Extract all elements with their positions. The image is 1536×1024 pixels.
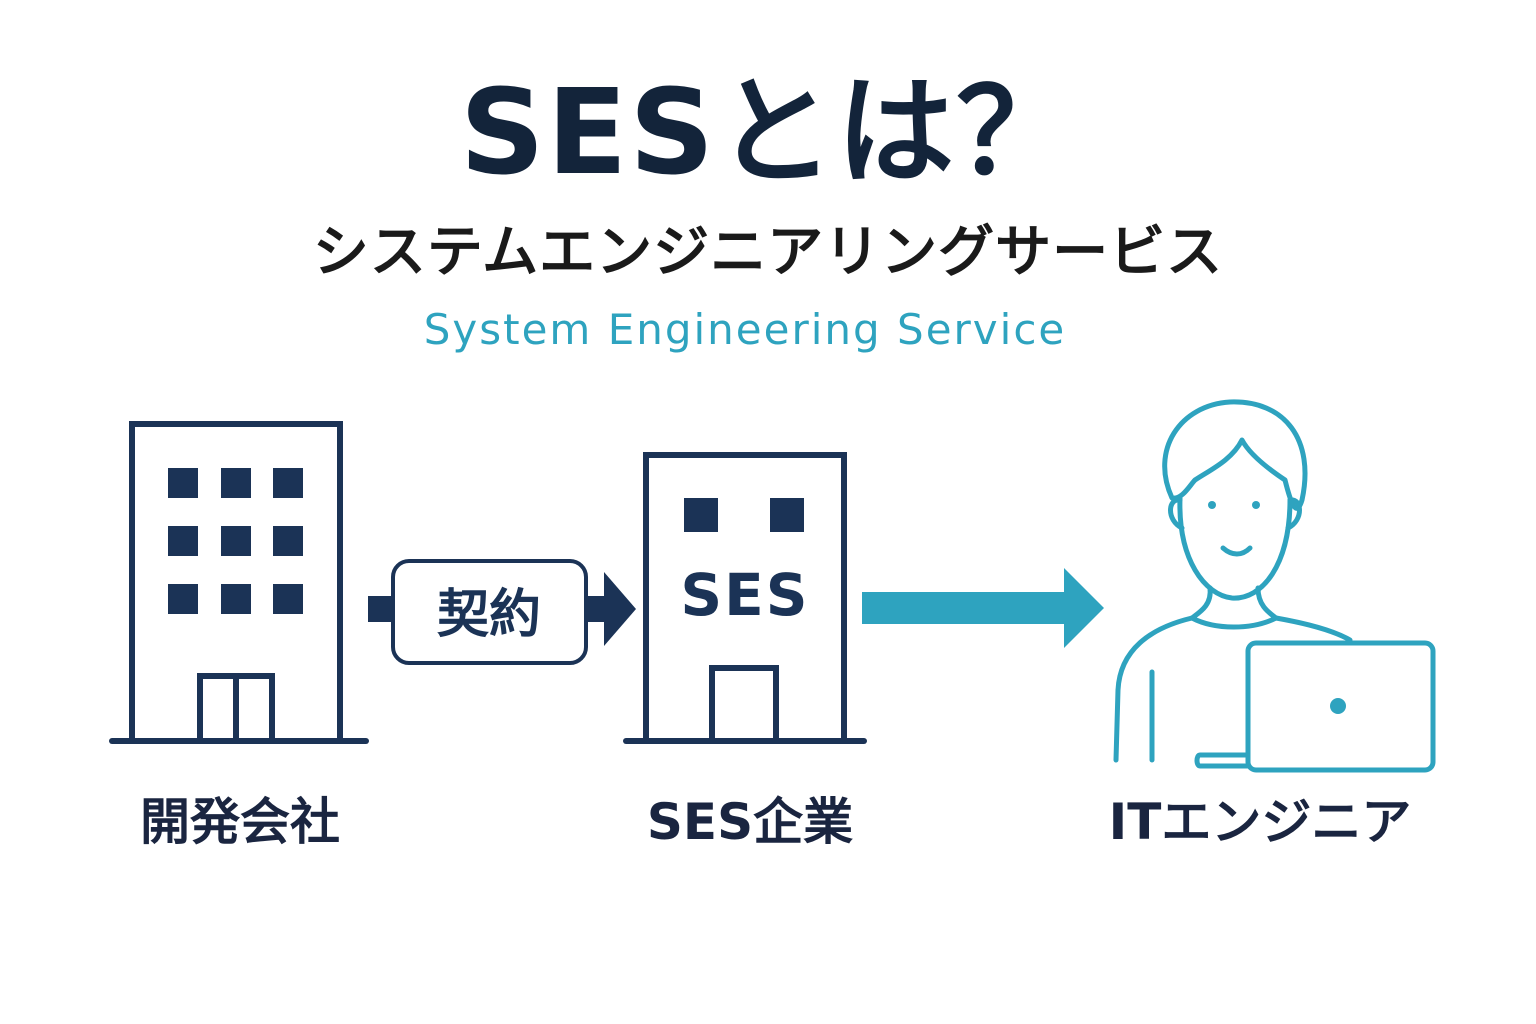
contract-label: 契約 <box>437 585 541 645</box>
ses-sign: SES <box>680 561 809 629</box>
subtitle-japanese: システムエンジニアリングサービス <box>312 220 1224 285</box>
arrow-right-icon <box>604 572 636 646</box>
label-it-engineer: ITエンジニア <box>1108 793 1412 851</box>
arrow-right-icon <box>1064 568 1104 648</box>
contract-arrow: 契約 <box>368 559 636 665</box>
office-building-icon <box>109 421 369 744</box>
label-dev-company: 開発会社 <box>140 793 340 851</box>
page-title: SESとは？ <box>459 63 1077 201</box>
engineer-with-laptop-icon <box>1113 399 1436 773</box>
label-ses-company: SES企業 <box>646 793 854 851</box>
dispatch-arrow <box>862 568 1104 648</box>
ses-building-icon: SES <box>623 452 867 744</box>
subtitle-english: System Engineering Service <box>423 305 1067 354</box>
